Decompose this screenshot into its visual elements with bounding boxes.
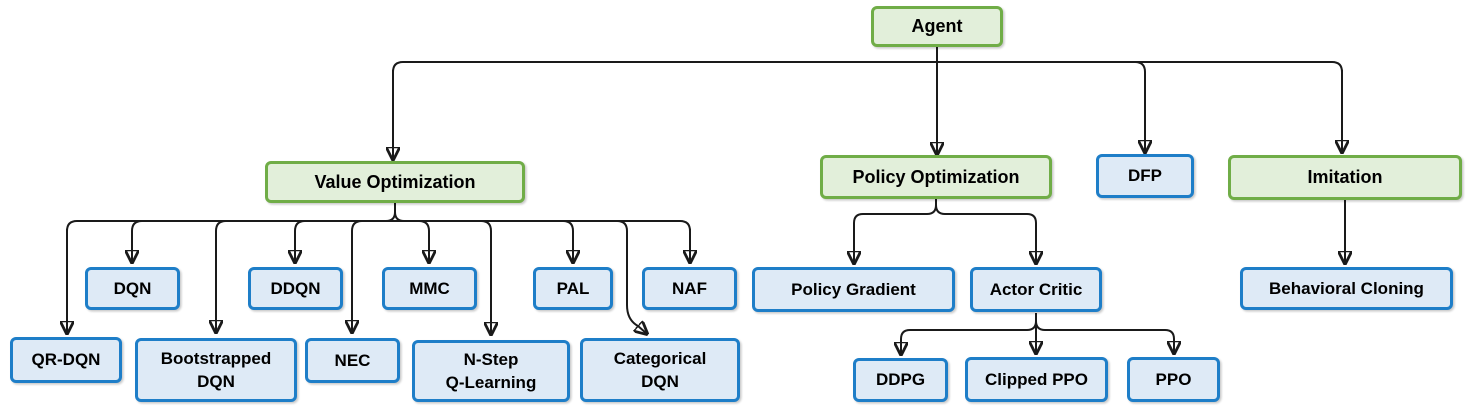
node-pal: PAL (533, 267, 613, 310)
node-categorical-dqn: Categorical DQN (580, 338, 740, 402)
edge-value-optimization-mmc (418, 220, 429, 261)
node-actor-critic-label: Actor Critic (989, 279, 1083, 299)
node-n-step-q-learning-label: N-Step Q-Learning (445, 349, 537, 392)
stub-value-optimization (385, 203, 405, 222)
edge-actor-critic-ddpg (901, 320, 1037, 353)
edge-value-optimization-categorical-dqn (616, 220, 646, 333)
edge-value-optimization-dqn (132, 220, 143, 261)
node-bootstrapped-dqn: Bootstrapped DQN (135, 338, 297, 402)
edge-value-optimization-nec (352, 220, 363, 331)
node-actor-critic: Actor Critic (970, 267, 1102, 312)
node-policy-optimization-label: Policy Optimization (852, 166, 1020, 187)
rail-agent-children (392, 61, 1343, 73)
node-clipped-ppo-label: Clipped PPO (985, 369, 1088, 389)
node-ddpg: DDPG (853, 358, 948, 402)
node-ppo: PPO (1127, 357, 1220, 402)
node-imitation: Imitation (1228, 155, 1462, 200)
edge-policy-optimization-actor-critic (935, 204, 1036, 262)
edge-value-optimization-pal (562, 220, 573, 261)
node-bootstrapped-dqn-label: Bootstrapped DQN (160, 348, 272, 391)
edge-actor-critic-ppo (1035, 320, 1174, 352)
node-ddpg-label: DDPG (875, 370, 926, 390)
node-mmc-label: MMC (409, 278, 450, 298)
edge-value-optimization-ddqn (295, 220, 306, 261)
node-qr-dqn-label: QR-DQN (31, 350, 101, 370)
node-n-step-q-learning: N-Step Q-Learning (412, 340, 570, 402)
node-agent-label: Agent (911, 16, 963, 37)
node-imitation-label: Imitation (1307, 167, 1383, 188)
rail-value-optimization-children (66, 220, 691, 232)
edge-agent-dfp (1134, 61, 1145, 151)
node-clipped-ppo: Clipped PPO (965, 357, 1108, 402)
node-categorical-dqn-label: Categorical DQN (613, 348, 707, 391)
node-nec: NEC (305, 338, 400, 383)
node-dqn-label: DQN (113, 278, 152, 298)
node-nec-label: NEC (334, 350, 371, 370)
node-dfp: DFP (1096, 154, 1194, 198)
node-naf: NAF (642, 267, 737, 310)
edge-value-optimization-n-step-q-learning (480, 220, 491, 333)
node-policy-gradient-label: Policy Gradient (791, 279, 916, 299)
node-naf-label: NAF (672, 278, 707, 298)
node-dfp-label: DFP (1128, 166, 1162, 186)
edge-value-optimization-bootstrapped-dqn (216, 220, 227, 331)
node-behavioral-cloning: Behavioral Cloning (1240, 267, 1453, 310)
node-policy-optimization: Policy Optimization (820, 155, 1052, 199)
node-policy-gradient: Policy Gradient (752, 267, 955, 312)
node-dqn: DQN (85, 267, 180, 310)
node-ppo-label: PPO (1155, 369, 1192, 389)
edge-policy-optimization-policy-gradient (854, 204, 937, 262)
node-agent: Agent (871, 6, 1003, 47)
node-qr-dqn: QR-DQN (10, 337, 122, 383)
node-ddqn: DDQN (248, 267, 343, 310)
node-value-optimization: Value Optimization (265, 161, 525, 203)
node-ddqn-label: DDQN (270, 278, 321, 298)
node-pal-label: PAL (556, 278, 590, 298)
node-behavioral-cloning-label: Behavioral Cloning (1269, 278, 1424, 298)
node-value-optimization-label: Value Optimization (314, 171, 476, 192)
node-mmc: MMC (382, 267, 477, 310)
